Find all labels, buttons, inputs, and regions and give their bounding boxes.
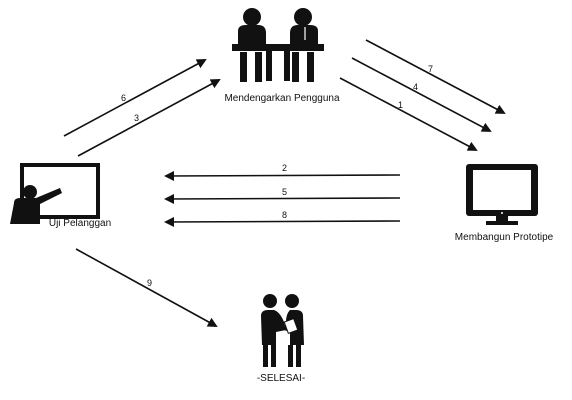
node-test: Uji Pelanggan: [10, 163, 111, 229]
arrow-label-2: 2: [282, 163, 287, 173]
arrow-step-5: [164, 193, 401, 204]
arrow-label-8: 8: [282, 210, 287, 220]
meeting-icon: [232, 8, 324, 82]
arrow-label-5: 5: [282, 187, 287, 197]
node-label: Membangun Prototipe: [455, 232, 554, 243]
node-listen: Mendengarkan Pengguna: [224, 8, 340, 104]
arrow-label-9: 9: [147, 278, 152, 288]
arrow-step-7: [365, 39, 506, 114]
monitor-icon: [466, 164, 538, 225]
node-label: Mendengarkan Pengguna: [224, 93, 340, 104]
arrow-step-8: [164, 216, 401, 227]
arrow-step-2: [164, 170, 401, 181]
arrow-step-3: [77, 79, 221, 157]
arrow-label-3: 3: [134, 113, 139, 123]
node-label: Uji Pelanggan: [49, 218, 111, 229]
arrow-label-6: 6: [121, 93, 126, 103]
arrow-step-9: [75, 248, 218, 327]
node-build: Membangun Prototipe: [455, 164, 554, 243]
arrow-step-1: [339, 77, 478, 151]
arrow-step-6: [63, 59, 207, 137]
arrow-label-1: 1: [398, 100, 403, 110]
arrow-step-4: [351, 57, 492, 132]
presentation-icon: [10, 163, 100, 224]
node-done: -SELESAI-: [257, 294, 305, 384]
arrow-label-4: 4: [413, 82, 418, 92]
node-label: -SELESAI-: [257, 373, 305, 384]
arrow-label-7: 7: [428, 64, 433, 74]
handshake-icon: [261, 294, 304, 367]
